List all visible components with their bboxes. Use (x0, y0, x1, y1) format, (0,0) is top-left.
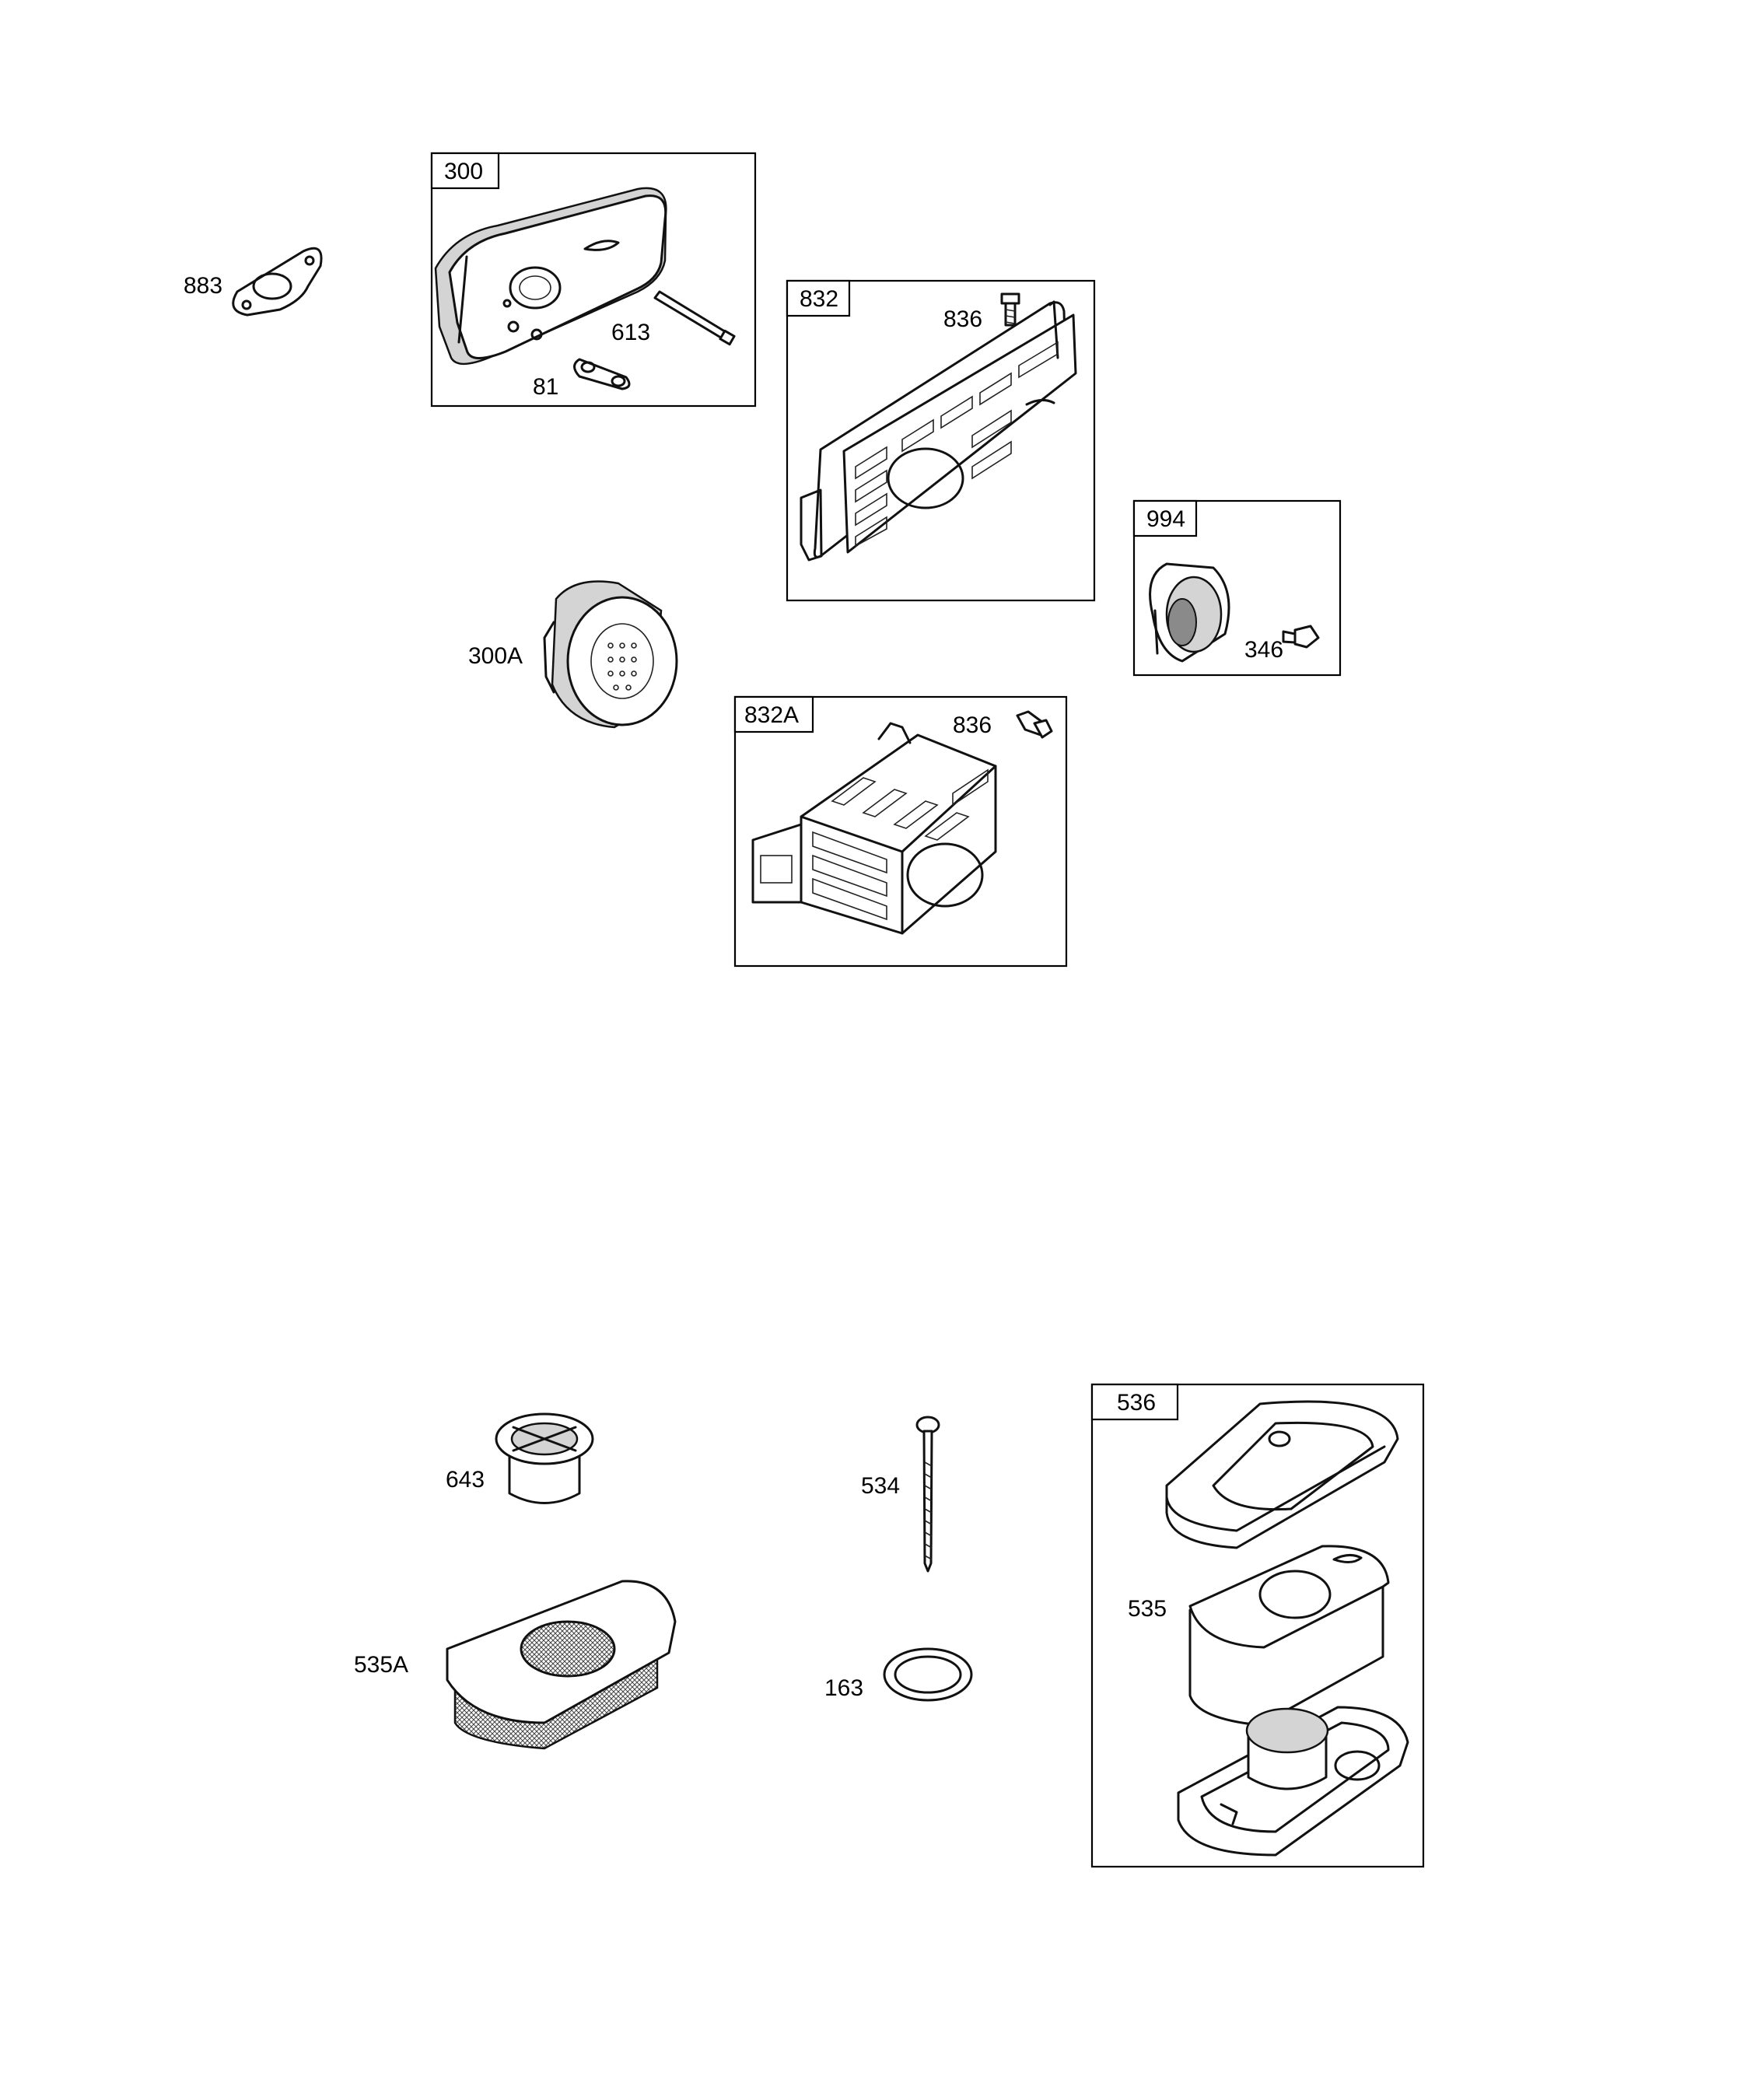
part-535-filter (1188, 1545, 1390, 1727)
part-836-screw-a (1000, 292, 1020, 327)
callout-832: 832 (800, 286, 838, 312)
part-613-stud (653, 290, 736, 346)
part-643-adapter (495, 1412, 594, 1504)
callout-163: 163 (824, 1675, 863, 1701)
callout-643: 643 (446, 1467, 485, 1493)
part-994-spark-arrester (1149, 562, 1230, 663)
part-163-seal (883, 1647, 973, 1702)
frame-994 (1132, 499, 1342, 677)
callout-300A: 300A (468, 643, 523, 669)
part-832A-heat-shield (751, 722, 997, 935)
callout-535: 535 (1128, 1596, 1167, 1622)
callout-832A: 832A (744, 702, 799, 728)
part-836-screw-b (1016, 710, 1053, 739)
part-536-cover (1165, 1400, 1399, 1549)
frame-536 (1090, 1383, 1425, 1868)
frame-300 (430, 152, 757, 408)
part-536-base (1177, 1706, 1409, 1857)
callout-300: 300 (444, 159, 483, 184)
part-832-heat-shield (800, 300, 1077, 562)
callout-346: 346 (1244, 637, 1283, 663)
part-346-screw (1282, 625, 1320, 649)
part-535A-filter (446, 1580, 677, 1750)
callout-883: 883 (184, 273, 222, 299)
part-300A-muffler (543, 580, 678, 729)
callout-534: 534 (861, 1473, 900, 1499)
part-883-gasket (232, 247, 323, 317)
part-300-muffler (434, 187, 667, 366)
frame-832A (733, 695, 1068, 968)
part-81-lock (573, 358, 631, 390)
frame-832 (786, 279, 1096, 602)
callout-81: 81 (533, 374, 558, 400)
callout-536: 536 (1117, 1390, 1156, 1416)
callout-836-a: 836 (943, 306, 982, 332)
part-534-bolt (915, 1416, 940, 1573)
callout-994: 994 (1146, 506, 1185, 532)
callout-535A: 535A (354, 1652, 408, 1678)
callout-836-b: 836 (953, 712, 992, 738)
callout-613: 613 (611, 320, 650, 345)
